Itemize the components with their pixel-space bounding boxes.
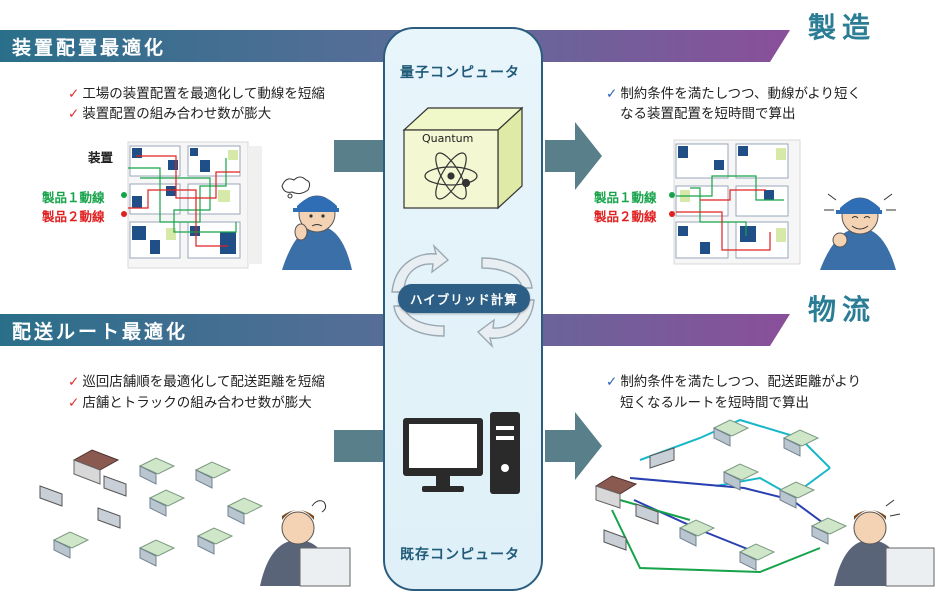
quantum-computer-label: 量子コンピュータ [400,65,520,81]
quantum-box-text: Quantum [422,132,474,145]
hybrid-compute-pill: ハイブリッド計算 [398,284,530,313]
arrow-right-bottom-right [545,412,602,480]
worker-thinking-bottom [260,500,351,587]
category-logistics: 物流 [808,293,877,326]
hybrid-cycle-arrows [391,243,535,349]
check-icon: ✓ [68,86,80,102]
check-icon: ✓ [606,86,618,102]
banner-title-logistics: 配送ルート最適化 [12,321,189,343]
classical-computer-label: 既存コンピュータ [400,547,520,563]
banner-title-manufacturing: 装置配置最適化 [12,37,167,59]
label-flow2-after: 製品２動線 [594,209,657,224]
factory-layout-before [121,141,262,269]
check-icon: ✓ [68,374,80,390]
arrow-right-top-right [545,122,602,190]
logistics-scene-before [39,449,264,567]
check-icon: ✓ [68,395,80,411]
label-flow2-before: 製品２動線 [42,209,105,224]
arrow-right-bottom-left [334,430,392,462]
factory-layout-after [669,139,801,265]
computer-icon [403,412,520,494]
logistics-scene-after [594,418,848,574]
result-line-1-manufacturing: ✓制約条件を満たしつつ、動線がより短く [606,86,862,102]
check-icon: ✓ [606,374,618,390]
worker-worried-top [281,176,352,270]
label-flow1-after: 製品１動線 [594,190,657,205]
arrow-right-top-left [334,140,392,172]
worker-happy-top [820,193,896,270]
check-icon: ✓ [68,106,80,122]
category-manufacturing: 製造 [808,11,877,44]
quantum-cube [402,106,524,210]
label-flow1-before: 製品１動線 [42,190,105,205]
problem-note-1-logistics: ✓巡回店舗順を最適化して配送距離を短縮 [68,374,325,390]
worker-happy-bottom [834,499,935,587]
problem-note-1-manufacturing: ✓工場の装置配置を最適化して動線を短縮 [68,86,325,102]
label-device: 装置 [88,150,114,165]
problem-note-2-manufacturing: ✓装置配置の組み合わせ数が膨大 [68,106,272,122]
result-line-2-logistics: 短くなるルートを短時間で算出 [620,395,809,411]
result-line-2-manufacturing: なる装置配置を短時間で算出 [620,106,796,122]
result-line-1-logistics: ✓制約条件を満たしつつ、配送距離がより [606,374,862,390]
problem-note-2-logistics: ✓店舗とトラックの組み合わせ数が膨大 [68,395,312,411]
